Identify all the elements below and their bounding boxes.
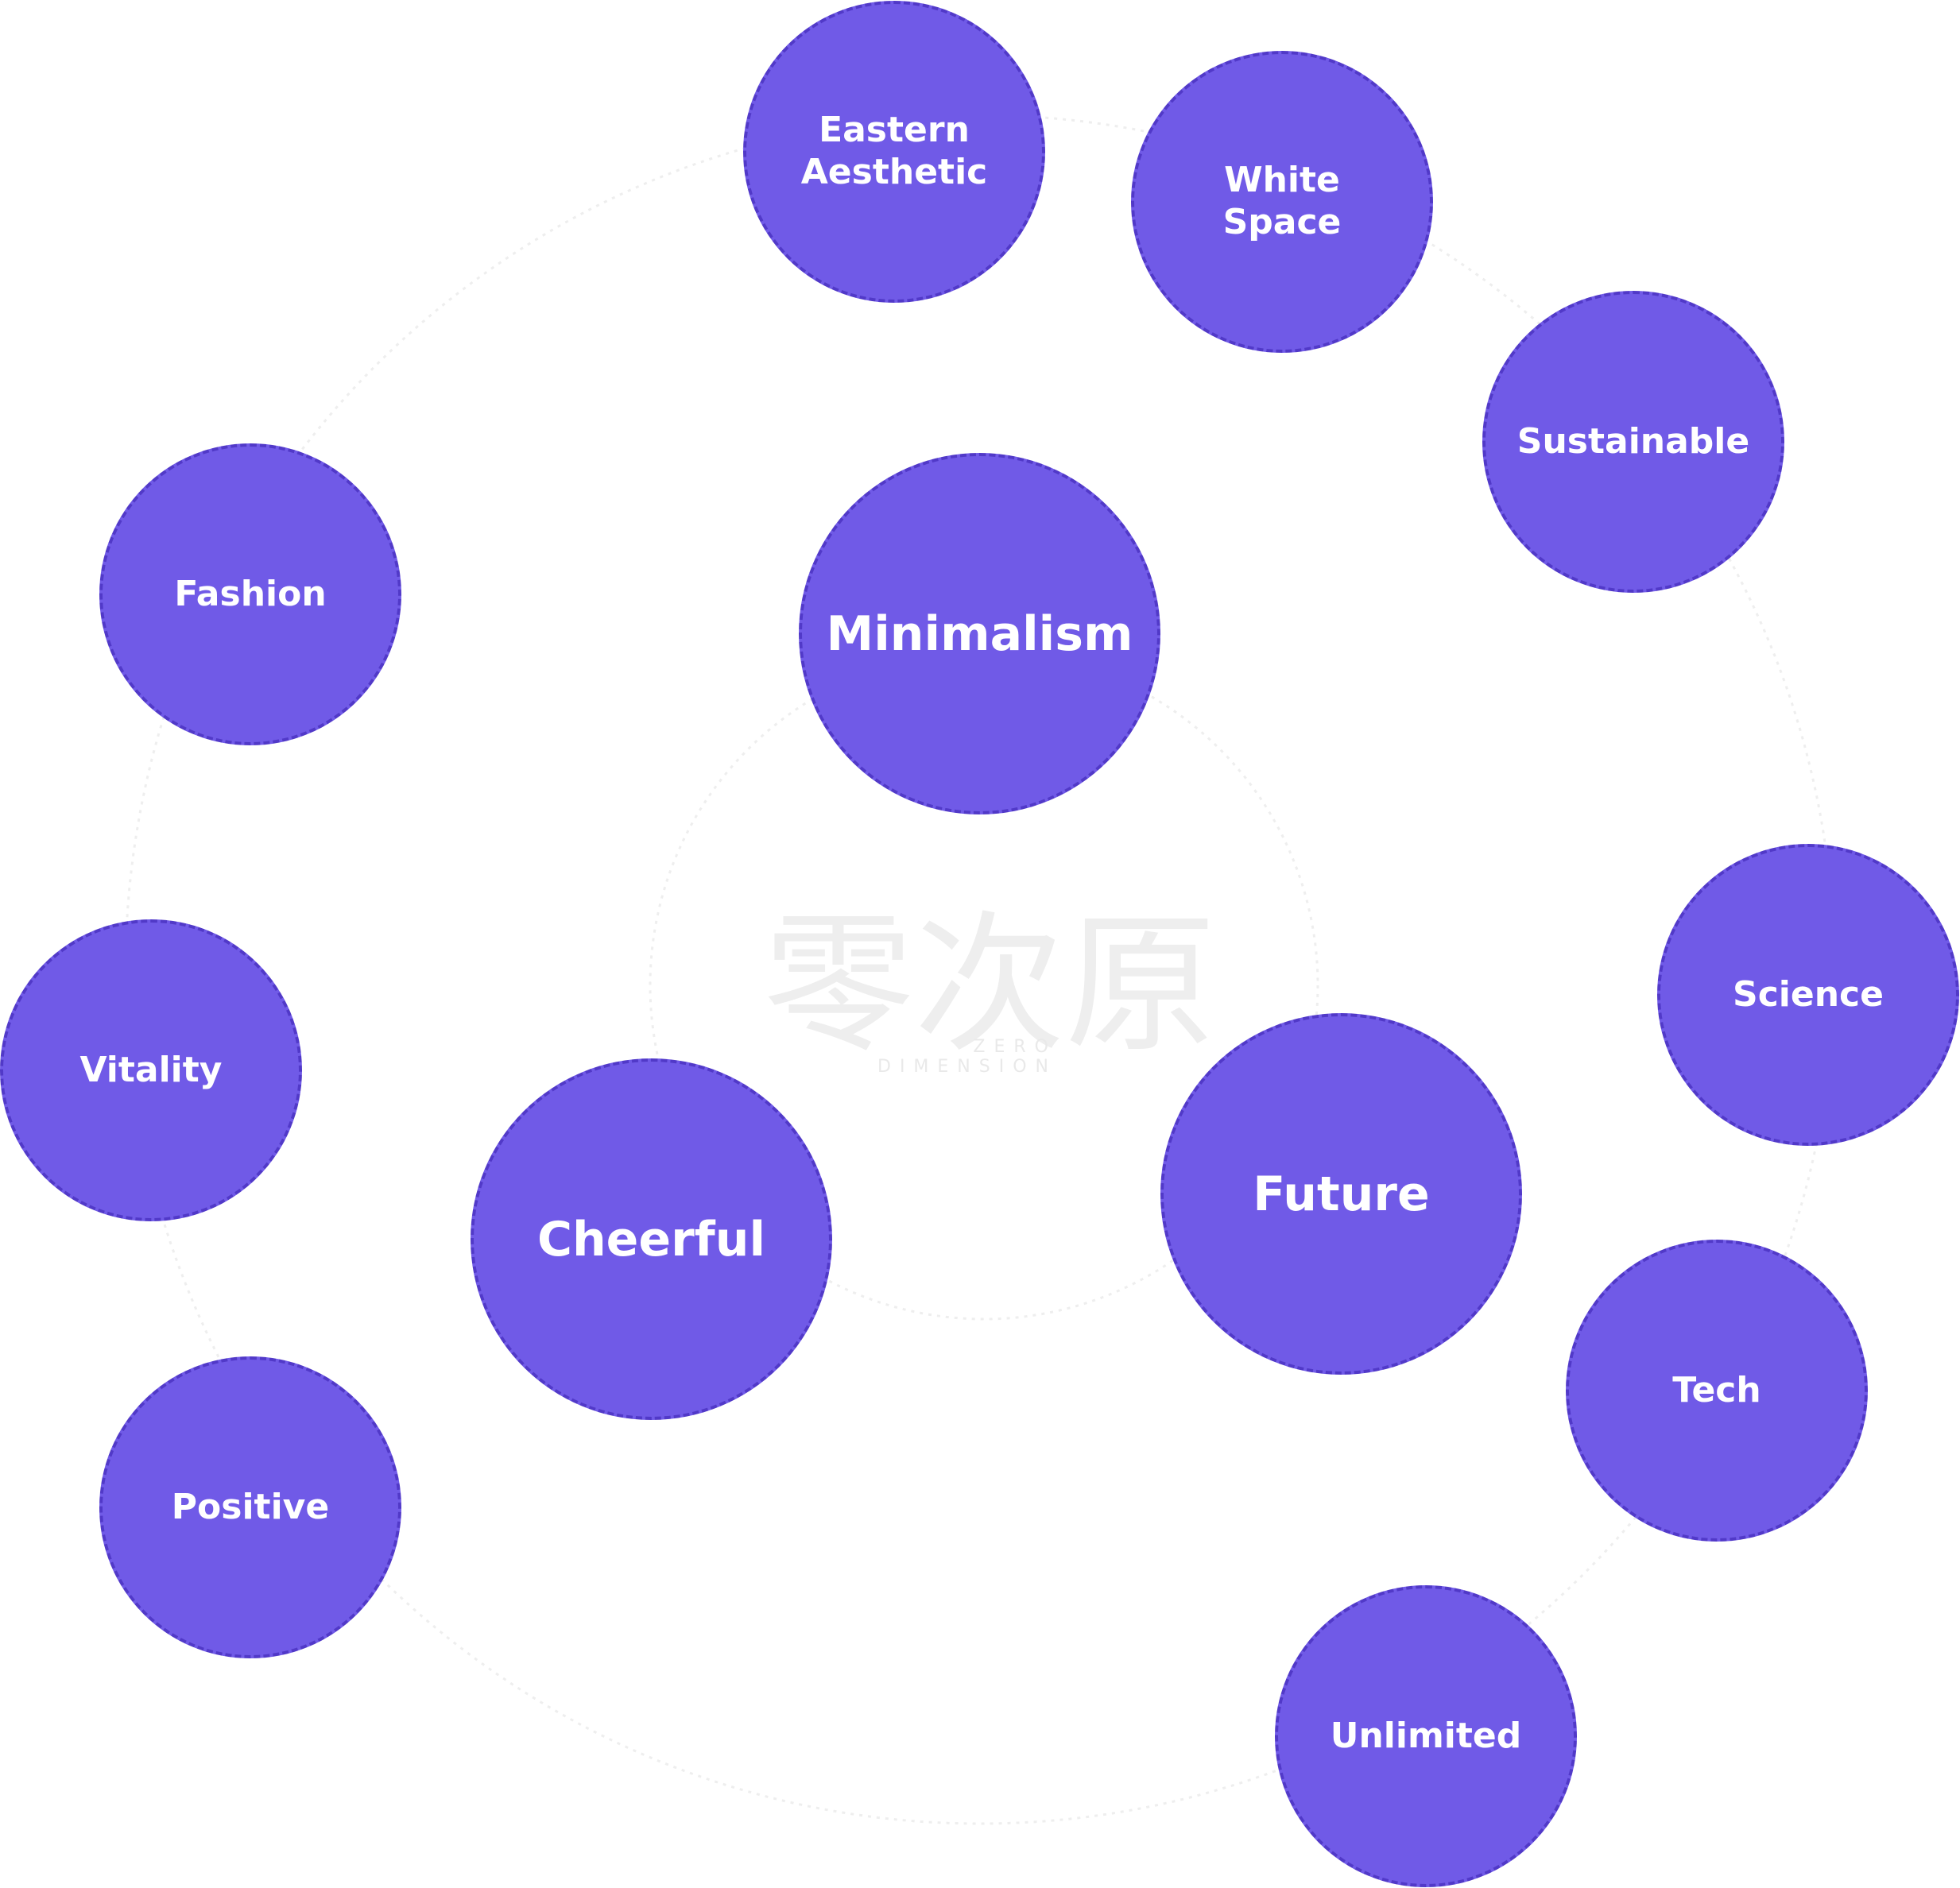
bubble-science: Science — [1657, 844, 1959, 1146]
bubble-sustainable: Sustainable — [1482, 291, 1784, 593]
bubble-label: Tech — [1672, 1369, 1761, 1410]
bubble-label: Eastern Aesthetic — [800, 110, 988, 192]
bubble-cheerful: Cheerful — [471, 1058, 832, 1420]
bubble-label: Positive — [171, 1486, 330, 1527]
logo-subtitle-zero: ZERO — [973, 1037, 1057, 1057]
bubble-label: Unlimited — [1330, 1715, 1522, 1756]
bubble-label: Vitality — [79, 1049, 223, 1090]
bubble-positive: Positive — [99, 1356, 401, 1658]
bubble-label: Science — [1733, 973, 1884, 1015]
bubble-fashion: Fashion — [99, 443, 401, 745]
bubble-eastern-aesthetic: Eastern Aesthetic — [743, 1, 1045, 303]
bubble-label: Fashion — [174, 573, 327, 614]
logo-chinese-text: 零次原 — [763, 897, 1217, 1073]
bubble-minimalism: Minimalism — [799, 453, 1160, 814]
bubble-label: Sustainable — [1516, 420, 1750, 462]
bubble-label: White Space — [1222, 160, 1342, 242]
bubble-label: Cheerful — [536, 1211, 766, 1267]
bubble-label: Minimalism — [826, 605, 1133, 662]
bubble-unlimited: Unlimited — [1275, 1585, 1577, 1887]
bubble-vitality: Vitality — [0, 919, 302, 1221]
bubble-future: Future — [1160, 1013, 1522, 1375]
zero-dimension-logo: 零次原 ZERO DIMENSION — [763, 898, 1216, 1089]
bubble-white-space: White Space — [1131, 51, 1433, 353]
bubble-label: Future — [1253, 1166, 1430, 1222]
bubble-tech: Tech — [1566, 1240, 1868, 1542]
inner-guide-ring — [649, 650, 1319, 1321]
logo-subtitle-dimension: DIMENSION — [877, 1057, 1057, 1077]
